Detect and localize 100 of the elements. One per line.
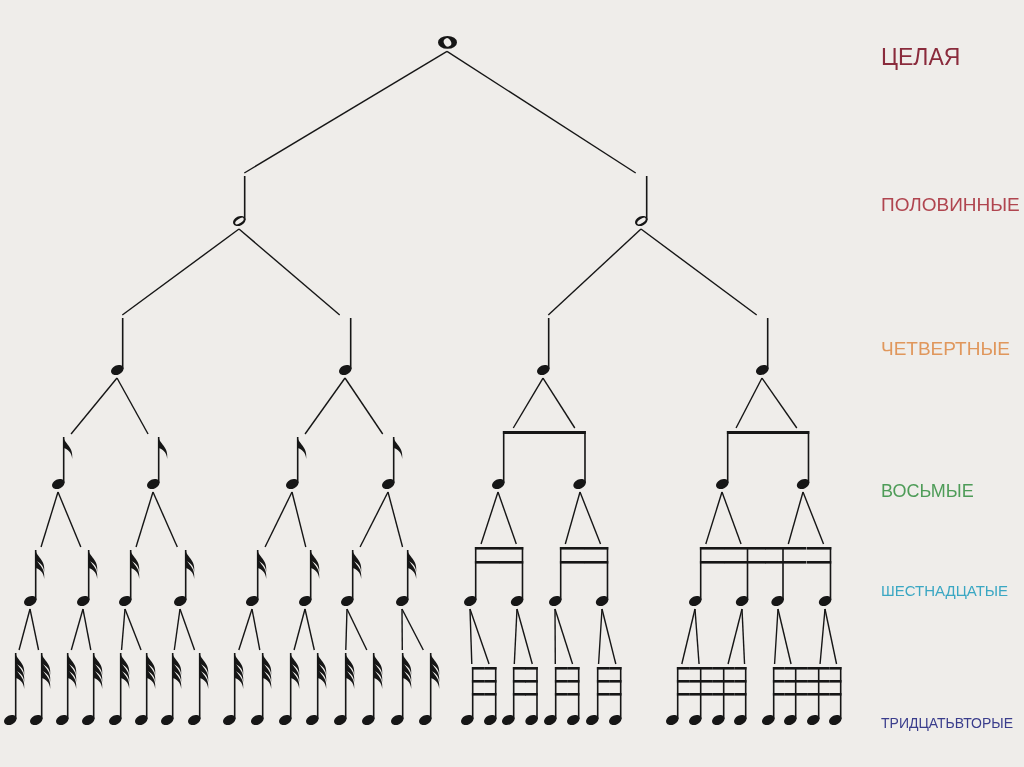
tree-line <box>304 608 315 651</box>
duration-label: ВОСЬМЫЕ <box>881 480 974 502</box>
tree-line <box>554 608 574 665</box>
thirty-second-note <box>250 653 272 725</box>
thirty-second-note <box>543 667 567 725</box>
thirty-second-note <box>733 667 747 725</box>
tree-line <box>469 608 490 665</box>
tree-line <box>346 608 368 651</box>
tree-line <box>469 608 473 665</box>
sixteenth-note <box>806 547 832 606</box>
tree-line <box>293 608 306 651</box>
thirty-second-note <box>566 667 580 725</box>
tree-line <box>70 608 84 651</box>
tree-line <box>513 608 518 665</box>
quarter-note <box>110 318 124 375</box>
sixteenth-note <box>723 547 766 606</box>
duration-label: ТРИДЦАТЬВТОРЫЕ <box>881 714 1014 732</box>
tree-line <box>116 377 149 435</box>
sixteenth-note <box>76 550 98 606</box>
tree-line <box>564 491 581 545</box>
thirty-second-note <box>665 667 689 725</box>
tree-line <box>120 608 126 651</box>
duration-label: ПОЛОВИННЫЕ <box>881 194 1020 216</box>
tree-line <box>547 228 642 316</box>
tree-line <box>135 491 154 548</box>
tree-line <box>344 377 384 435</box>
duration-label: ЦЕЛАЯ <box>881 43 961 71</box>
thirty-second-note <box>390 653 412 725</box>
tree-line <box>82 608 92 651</box>
sixteenth-note <box>548 547 584 606</box>
tree-line <box>29 608 40 651</box>
thirty-second-note <box>81 653 103 725</box>
tree-line <box>70 377 118 435</box>
quarter-note <box>536 318 550 375</box>
tree-line <box>601 608 617 665</box>
thirty-second-note <box>278 653 300 725</box>
tree-line <box>345 608 348 651</box>
half-note <box>634 176 648 226</box>
sixteenth-note <box>395 550 417 606</box>
quarter-note <box>338 318 352 375</box>
eighth-note <box>285 437 307 489</box>
tree-line <box>40 491 59 548</box>
thirty-second-note <box>501 667 526 725</box>
thirty-second-note <box>333 653 355 725</box>
thirty-second-note <box>160 653 182 725</box>
tree-line <box>18 608 31 651</box>
eighth-note <box>715 431 768 489</box>
tree-line <box>735 377 763 429</box>
tree-line <box>152 491 178 548</box>
thirty-second-note <box>55 653 77 725</box>
eighth-note <box>51 437 73 489</box>
whole-note <box>437 35 457 49</box>
thirty-second-note <box>187 653 209 725</box>
tree-line <box>238 608 253 651</box>
tree-line <box>597 608 603 665</box>
sixteenth-note <box>340 550 362 606</box>
thirty-second-note <box>3 653 25 725</box>
thirty-second-note <box>134 653 156 725</box>
tree-line <box>777 608 792 665</box>
sixteenth-note <box>688 547 724 606</box>
tree-line <box>542 377 576 429</box>
tree-line <box>401 608 403 651</box>
tree-line <box>802 491 825 545</box>
thirty-second-note <box>361 653 383 725</box>
thirty-second-note <box>418 653 440 725</box>
tree-line <box>291 491 307 548</box>
eighth-note <box>491 431 545 489</box>
tree-line <box>359 491 389 548</box>
tree-line <box>251 608 261 651</box>
eighth-note <box>544 431 587 489</box>
sixteenth-note <box>298 550 320 606</box>
tree-line <box>57 491 82 548</box>
sixteenth-note <box>765 547 807 606</box>
tree-line <box>446 50 637 174</box>
tree-line <box>121 228 240 316</box>
thirty-second-note <box>783 667 807 725</box>
thirty-second-note <box>806 667 830 725</box>
tree-line <box>387 491 404 548</box>
thirty-second-note <box>108 653 130 725</box>
thirty-second-note <box>761 667 785 725</box>
tree-line <box>761 377 798 429</box>
duration-label: ШЕСТНАДЦАТЫЕ <box>881 582 1009 600</box>
quarter-note <box>755 318 769 375</box>
thirty-second-note <box>305 653 327 725</box>
tree-line <box>480 491 499 545</box>
sixteenth-note <box>583 547 609 606</box>
tree-line <box>516 608 533 665</box>
tree-line <box>773 608 779 665</box>
tree-line <box>787 491 804 545</box>
sixteenth-note <box>498 547 524 606</box>
tree-line <box>179 608 196 651</box>
tree-line <box>512 377 544 429</box>
tree-line <box>173 608 181 651</box>
tree-line <box>819 608 826 665</box>
duration-label: ЧЕТВЕРТНЫЕ <box>881 338 1010 360</box>
tree-line <box>304 377 346 435</box>
thirty-second-note <box>525 667 539 725</box>
eighth-note <box>146 437 168 489</box>
thirty-second-note <box>711 667 735 725</box>
tree-line <box>721 491 742 545</box>
